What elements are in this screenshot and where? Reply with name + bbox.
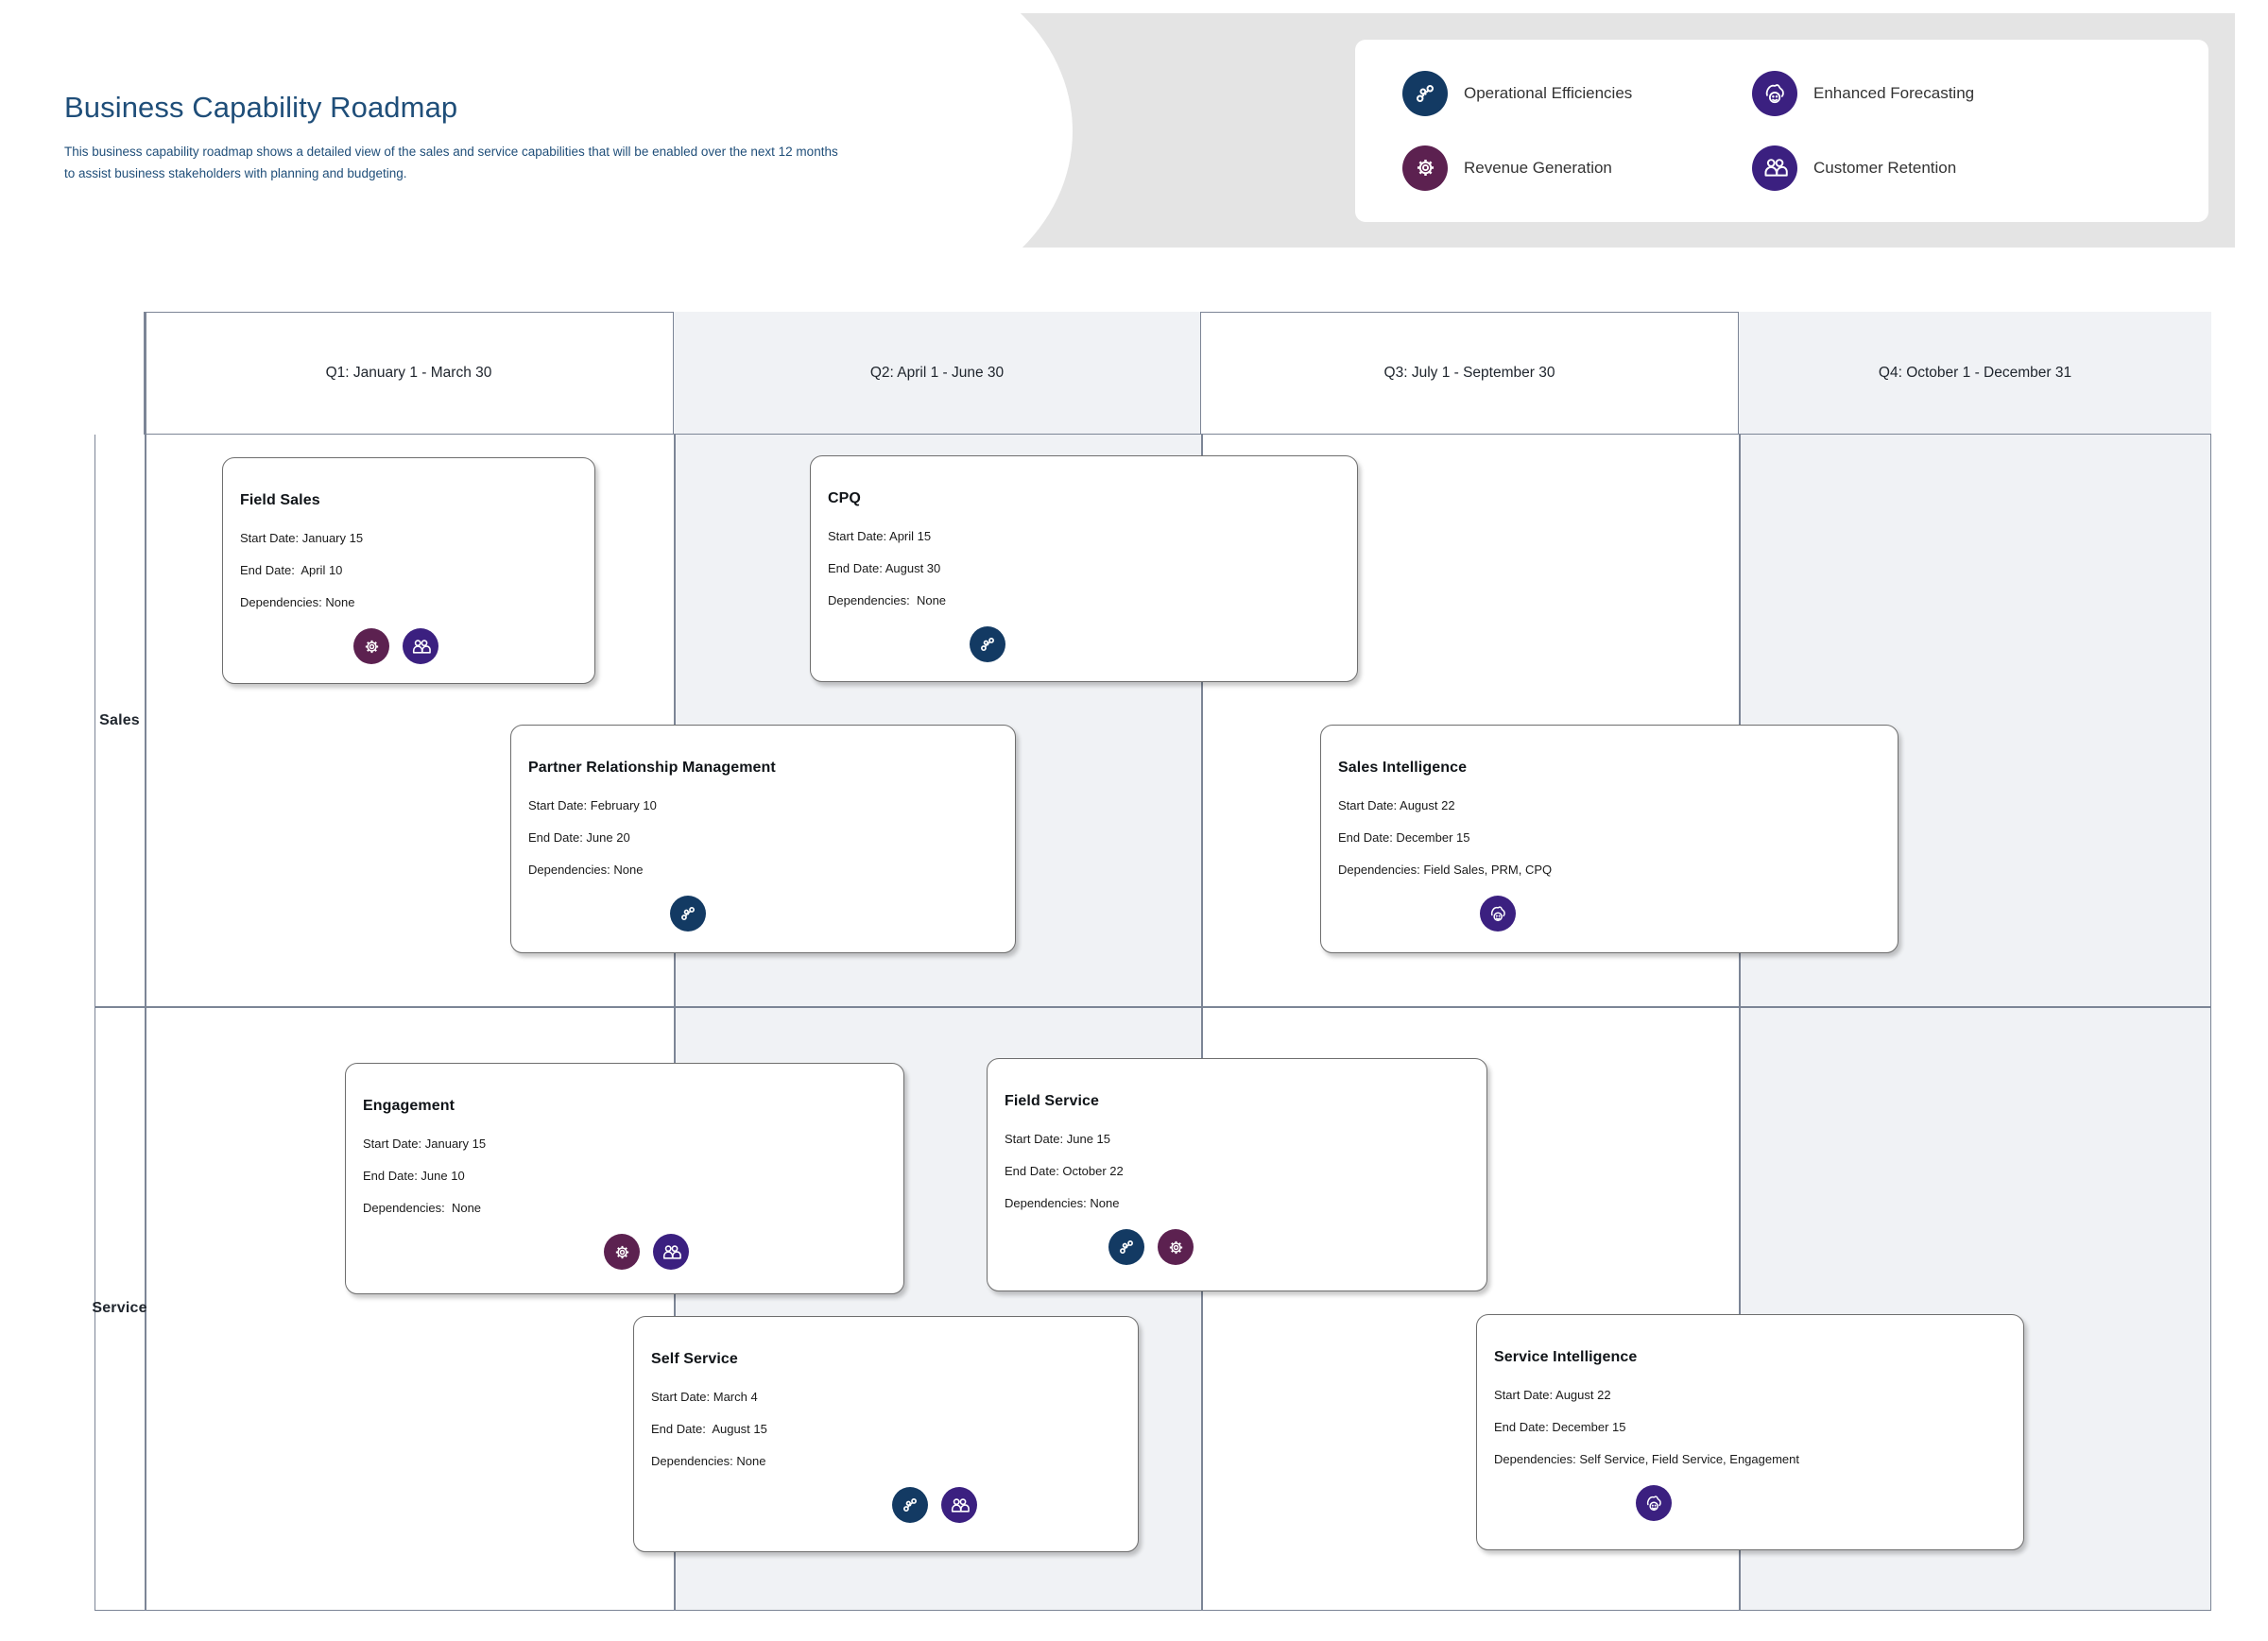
quarter-header-label: Q3: July 1 - September 30 <box>1383 364 1555 381</box>
capability-start-date: Start Date: June 15 <box>1005 1132 1111 1146</box>
capability-title: Engagement <box>363 1098 455 1114</box>
capability-start-date: Start Date: February 10 <box>528 798 657 812</box>
legend-item-revenue-generation[interactable]: Revenue Generation <box>1402 131 1752 206</box>
capability-end-date: End Date: December 15 <box>1338 830 1470 845</box>
page-subtitle: This business capability roadmap shows a… <box>64 145 838 181</box>
capability-icon-row <box>1494 1485 2023 1521</box>
column-divider-q3-q4 <box>1739 435 1741 1611</box>
capability-card-sales-intelligence[interactable]: Sales Intelligence Start Date: August 22… <box>1320 725 1899 953</box>
legend-label: Enhanced Forecasting <box>1813 84 1975 103</box>
page-title: Business Capability Roadmap <box>64 91 458 124</box>
capability-card-cpq[interactable]: CPQ Start Date: April 15 End Date: Augus… <box>810 455 1358 682</box>
capability-icon-row <box>1338 896 1898 932</box>
roadmap-grid: Q1: January 1 - March 30 Q2: April 1 - J… <box>92 312 2211 1611</box>
chain-link-icon <box>670 896 706 932</box>
chain-link-icon <box>970 626 1005 662</box>
legend-item-operational-efficiencies[interactable]: Operational Efficiencies <box>1402 57 1752 131</box>
row-divider-sales-service <box>94 1006 2211 1008</box>
banner-curve-decoration <box>874 13 1073 248</box>
capability-end-date: End Date: April 10 <box>240 563 343 577</box>
capability-icon-row <box>240 628 594 664</box>
capability-start-date: Start Date: January 15 <box>240 531 364 545</box>
capability-title: Self Service <box>651 1351 738 1367</box>
gear-icon <box>1402 145 1448 191</box>
row-label-service: Service <box>92 1006 147 1611</box>
quarter-header-label: Q2: April 1 - June 30 <box>869 364 1005 381</box>
capability-start-date: Start Date: August 22 <box>1338 798 1455 812</box>
chain-link-icon <box>892 1487 928 1523</box>
crystal-ball-icon <box>1480 896 1516 932</box>
chain-link-icon <box>1402 71 1448 117</box>
capability-end-date: End Date: December 15 <box>1494 1420 1626 1434</box>
legend-card: Operational Efficiencies Enhanced Foreca… <box>1355 40 2208 222</box>
row-label-sales: Sales <box>94 435 145 1006</box>
capability-dependencies: Dependencies: Self Service, Field Servic… <box>1494 1452 1800 1466</box>
capability-card-self-service[interactable]: Self Service Start Date: March 4 End Dat… <box>633 1316 1139 1552</box>
row-label-text: Sales <box>99 711 140 728</box>
people-group-icon <box>1752 145 1797 191</box>
capability-end-date: End Date: June 20 <box>528 830 630 845</box>
quarter-header-label: Q4: October 1 - December 31 <box>1878 364 2072 381</box>
capability-card-field-service[interactable]: Field Service Start Date: June 15 End Da… <box>987 1058 1487 1291</box>
capability-end-date: End Date: August 15 <box>651 1422 767 1436</box>
capability-title: CPQ <box>828 490 861 506</box>
capability-title: Service Intelligence <box>1494 1349 1638 1365</box>
column-divider-q1-q2 <box>674 435 676 1611</box>
quarter-header-q3: Q3: July 1 - September 30 <box>1201 312 1739 435</box>
capability-title: Field Sales <box>240 492 320 508</box>
capability-start-date: Start Date: April 15 <box>828 529 932 543</box>
capability-end-date: End Date: October 22 <box>1005 1164 1124 1178</box>
people-group-icon <box>653 1234 689 1270</box>
capability-end-date: End Date: August 30 <box>828 561 941 575</box>
capability-start-date: Start Date: August 22 <box>1494 1388 1611 1402</box>
capability-icon-row <box>528 896 1015 932</box>
capability-dependencies: Dependencies: None <box>240 595 355 609</box>
legend-label: Revenue Generation <box>1464 158 1612 177</box>
label-column-divider <box>145 312 146 1611</box>
capability-dependencies: Dependencies: None <box>828 593 947 607</box>
capability-start-date: Start Date: March 4 <box>651 1390 758 1404</box>
people-group-icon <box>941 1487 977 1523</box>
quarter-header-label: Q1: January 1 - March 30 <box>325 364 492 381</box>
quarter-header-q4: Q4: October 1 - December 31 <box>1739 312 2211 435</box>
row-label-text: Service <box>92 1300 147 1316</box>
legend-label: Operational Efficiencies <box>1464 84 1633 103</box>
capability-title: Partner Relationship Management <box>528 760 776 776</box>
capability-title: Field Service <box>1005 1093 1100 1109</box>
gear-icon <box>604 1234 640 1270</box>
legend-item-customer-retention[interactable]: Customer Retention <box>1752 131 2208 206</box>
column-divider-q2-q3 <box>1201 435 1203 1611</box>
capability-start-date: Start Date: January 15 <box>363 1137 487 1151</box>
capability-end-date: End Date: June 10 <box>363 1169 465 1183</box>
gear-icon <box>353 628 389 664</box>
label-column-header-spacer <box>94 312 145 435</box>
capability-dependencies: Dependencies: None <box>528 863 644 877</box>
capability-card-partner-relationship-management[interactable]: Partner Relationship Management Start Da… <box>510 725 1016 953</box>
people-group-icon <box>403 628 438 664</box>
crystal-ball-icon <box>1752 71 1797 117</box>
capability-title: Sales Intelligence <box>1338 760 1468 776</box>
capability-dependencies: Dependencies: None <box>651 1454 766 1468</box>
gear-icon <box>1158 1229 1194 1265</box>
capability-card-field-sales[interactable]: Field Sales Start Date: January 15 End D… <box>222 457 595 684</box>
legend-label: Customer Retention <box>1813 158 1957 177</box>
title-block: Business Capability Roadmap This busines… <box>64 90 849 185</box>
capability-icon-row <box>363 1234 903 1270</box>
quarter-header-q2: Q2: April 1 - June 30 <box>674 312 1201 435</box>
capability-card-service-intelligence[interactable]: Service Intelligence Start Date: August … <box>1476 1314 2024 1550</box>
capability-dependencies: Dependencies: Field Sales, PRM, CPQ <box>1338 863 1553 877</box>
crystal-ball-icon <box>1636 1485 1672 1521</box>
capability-icon-row <box>828 626 1357 662</box>
quarter-header-q1: Q1: January 1 - March 30 <box>145 312 674 435</box>
capability-icon-row <box>651 1487 1138 1523</box>
capability-icon-row <box>1005 1229 1486 1265</box>
capability-dependencies: Dependencies: None <box>363 1201 482 1215</box>
capability-card-engagement[interactable]: Engagement Start Date: January 15 End Da… <box>345 1063 904 1294</box>
capability-dependencies: Dependencies: None <box>1005 1196 1120 1210</box>
chain-link-icon <box>1108 1229 1144 1265</box>
legend-item-enhanced-forecasting[interactable]: Enhanced Forecasting <box>1752 57 2208 131</box>
